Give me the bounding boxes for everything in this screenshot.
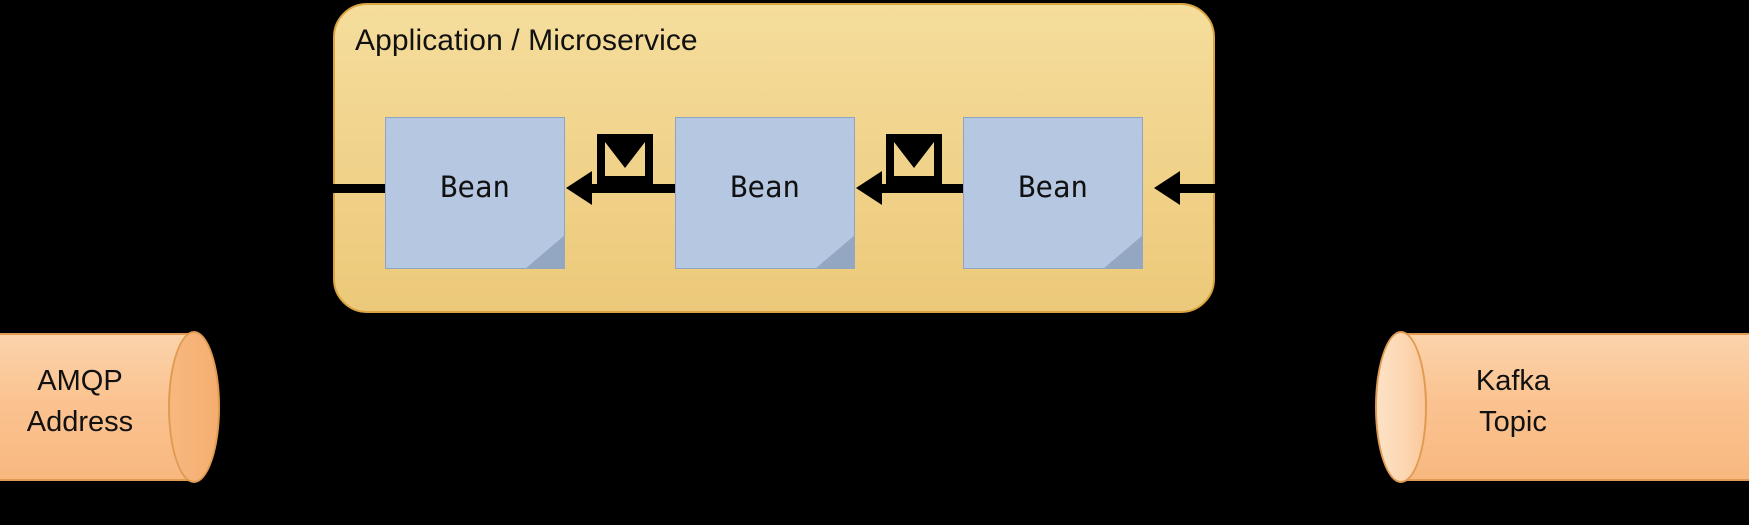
kafka-topic-label-line1: Kafka [1475,365,1551,397]
bean-node-3-label: Bean [1018,170,1088,204]
arrow-bean2-to-bean1-head [566,171,592,205]
arrow-bean3-to-bean2-line [882,184,965,193]
arrow-kafka-to-bean3-head [1154,171,1180,205]
bean-node-2-label: Bean [730,170,800,204]
arrow-kafka-to-bean3-line [1180,184,1375,193]
kafka-topic-label-line2: Topic [1479,406,1547,439]
bean-node-1-label: Bean [440,170,510,204]
amqp-address-label-line2: Address [26,406,134,439]
application-microservice-title: Application / Microservice [355,24,698,57]
envelope-icon [597,134,653,184]
bean-node-2: Bean [675,117,855,269]
amqp-address-cylinder: AMQP Address [0,331,220,483]
kafka-topic-cylinder-body [1401,333,1749,481]
amqp-address-label-line1: AMQP [37,365,123,397]
arrow-bean3-to-bean2-head [856,171,882,205]
bean-node-3: Bean [963,117,1143,269]
kafka-topic-cylinder-cap-left [1375,331,1427,483]
arrow-into-bean-1 [333,184,389,193]
amqp-address-label: AMQP Address [0,361,194,443]
bean-node-1: Bean [385,117,565,269]
envelope-icon-flap [605,142,645,168]
kafka-topic-cylinder: Kafka Topic [1375,331,1749,483]
envelope-icon-flap [894,142,934,168]
amqp-address-cylinder-cap-right [168,331,220,483]
kafka-topic-label: Kafka Topic [1401,361,1749,443]
amqp-address-cylinder-body [0,333,194,481]
arrow-bean2-to-bean1-line [592,184,677,193]
envelope-icon [886,134,942,184]
